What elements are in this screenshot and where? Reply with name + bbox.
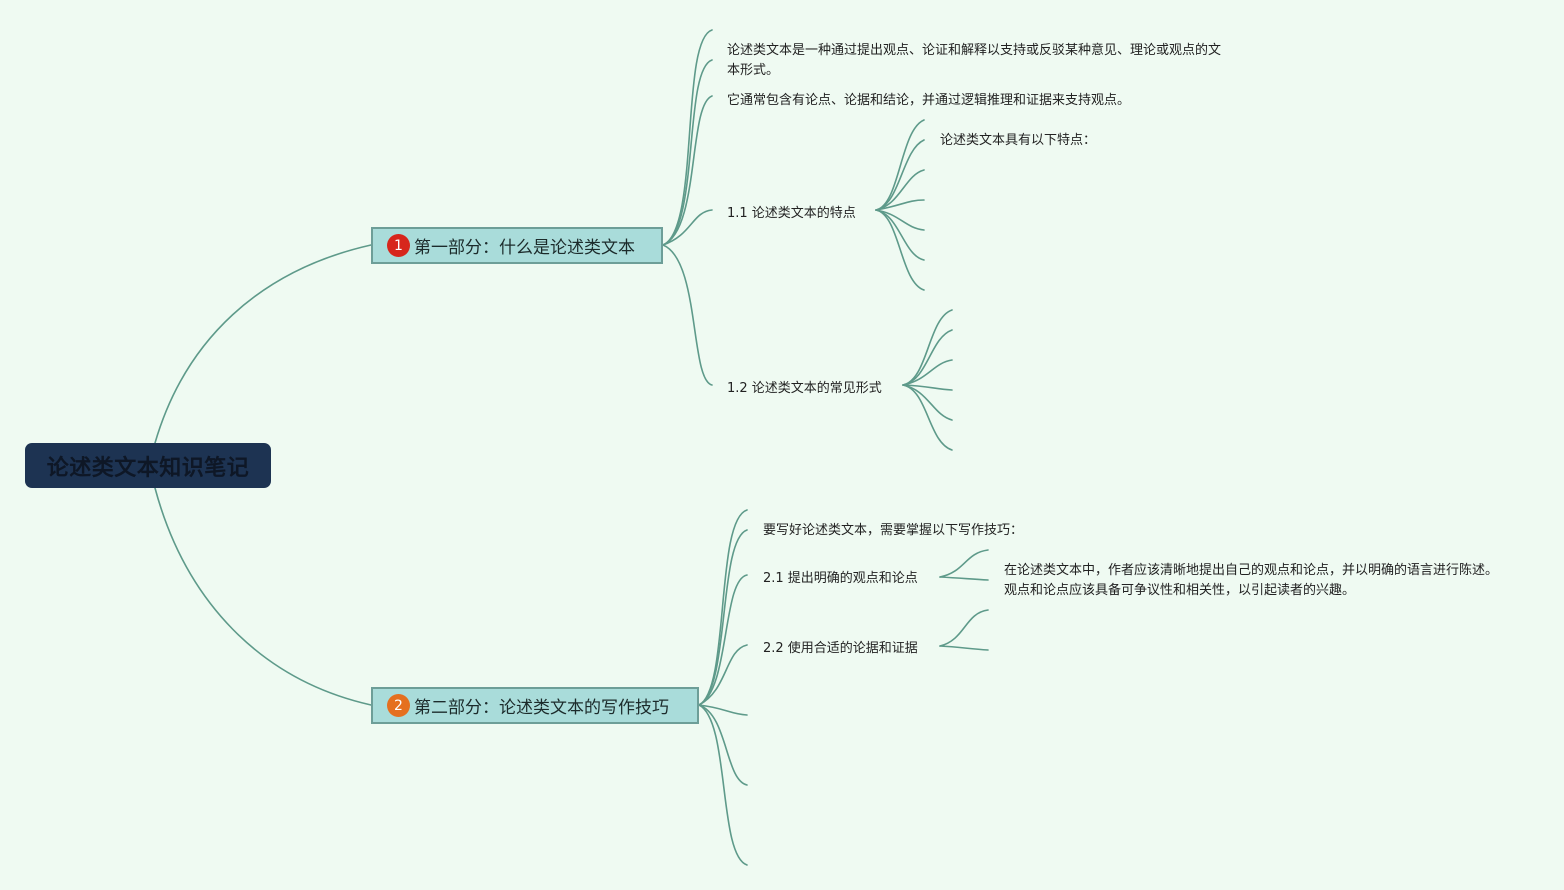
subtopic-2-2[interactable]: 2.2 使用合适的论据和证据	[763, 641, 918, 656]
edge-topic2-leaf2	[698, 704, 748, 716]
note-clear-viewpoint[interactable]: 在论述类文本中，作者应该清晰地提出自己的观点和论点，并以明确的语言进行陈述。观点…	[1004, 563, 1499, 598]
note-writing-intro[interactable]: 要写好论述类文本，需要掌握以下写作技巧：	[763, 523, 1024, 538]
edge-sub11-leaf7	[875, 209, 925, 291]
edge-topic2-sub2	[698, 644, 748, 706]
number-badge-icon: 1	[387, 234, 410, 257]
topic-part-1[interactable]: 1 第一部分：什么是论述类文本	[371, 227, 663, 264]
edge-root-topic2	[154, 487, 372, 706]
edge-root-topic1	[154, 244, 372, 444]
subtopic-2-1[interactable]: 2.1 提出明确的观点和论点	[763, 571, 918, 586]
edge-topic1-note2	[662, 95, 713, 246]
edge-topic1-note1b	[662, 59, 713, 246]
edge-sub12-leaf4	[902, 384, 953, 391]
edge-sub22-leaf2	[939, 645, 989, 651]
note-features-intro[interactable]: 论述类文本具有以下特点：	[940, 133, 1097, 148]
root-topic-label: 论述类文本知识笔记	[46, 455, 250, 481]
subtopic-1-1[interactable]: 1.1 论述类文本的特点	[727, 206, 856, 221]
note-components[interactable]: 它通常包含有论点、论据和结论，并通过逻辑推理和证据来支持观点。	[727, 93, 1131, 108]
edge-sub11-leaf6	[875, 209, 925, 261]
edge-topic2-note1	[698, 529, 748, 706]
edge-sub11-leaf1	[875, 119, 925, 211]
edge-sub12-leaf6	[902, 384, 953, 451]
edge-topic1-sub2	[662, 244, 713, 386]
topic-label: 第一部分：什么是论述类文本	[414, 238, 635, 258]
topic-label: 第二部分：论述类文本的写作技巧	[414, 698, 669, 718]
edge-topic2-leaf3	[698, 704, 748, 786]
edge-topic1-note1	[662, 29, 713, 246]
edge-sub12-leaf2	[902, 329, 953, 386]
edge-sub21-leaf1	[939, 549, 989, 578]
edge-sub11-leaf4	[875, 199, 925, 211]
edge-sub22-leaf1	[939, 609, 989, 647]
number-badge-icon: 2	[387, 694, 410, 717]
topic-part-2[interactable]: 2 第二部分：论述类文本的写作技巧	[371, 687, 699, 724]
edge-sub11-leaf3	[875, 169, 925, 211]
edge-topic2-leaf4	[698, 704, 748, 866]
edge-sub11-leaf2	[875, 139, 925, 211]
edge-topic1-sub1	[662, 209, 713, 246]
edge-topic2-sub1	[698, 574, 748, 706]
subtopic-1-2[interactable]: 1.2 论述类文本的常见形式	[727, 381, 882, 396]
edge-sub12-leaf3	[902, 359, 953, 386]
root-topic[interactable]: 论述类文本知识笔记	[25, 443, 271, 488]
note-definition[interactable]: 论述类文本是一种通过提出观点、论证和解释以支持或反驳某种意见、理论或观点的文本形…	[727, 43, 1222, 78]
edge-sub21-detail	[939, 576, 989, 581]
